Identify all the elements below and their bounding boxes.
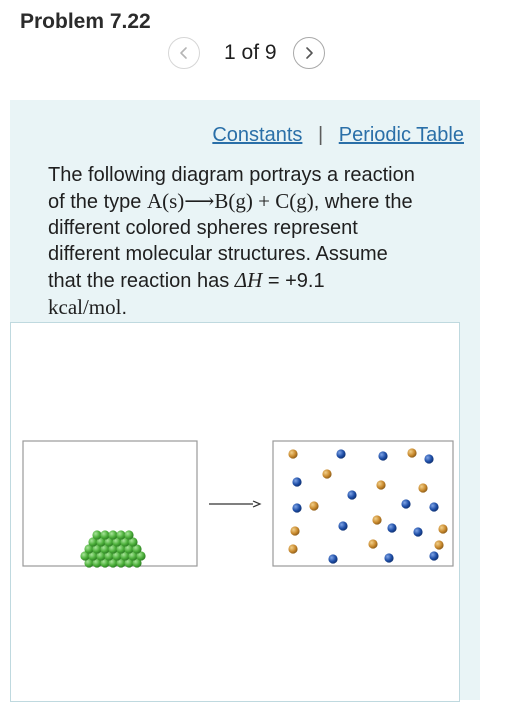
statement-text: that the reaction has (48, 270, 235, 292)
reaction-diagram-figure (22, 440, 454, 568)
molecule-a-sphere (92, 544, 102, 554)
molecule-c-sphere (372, 515, 382, 525)
statement-text: . (121, 297, 128, 319)
molecule-c-sphere (438, 524, 448, 534)
molecule-a-sphere (100, 558, 110, 568)
statement-line: kcal/mol. (48, 294, 468, 321)
molecule-a-sphere (108, 558, 118, 568)
molecule-b-sphere (347, 490, 357, 500)
molecule-b-sphere (338, 521, 348, 531)
molecule-a-sphere (120, 537, 130, 547)
molecule-a-sphere (116, 530, 126, 540)
molecule-a-sphere (80, 551, 90, 561)
molecule-a-sphere (100, 530, 110, 540)
molecule-a-sphere (96, 551, 106, 561)
reaction-diagram (10, 322, 460, 702)
molecule-a-sphere (124, 544, 134, 554)
molecule-c-sphere (434, 540, 444, 550)
molecule-b-sphere (387, 523, 397, 533)
problem-panel: Constants | Periodic Table The following… (10, 100, 480, 702)
enthalpy-value: = +9.1 (262, 270, 325, 292)
molecule-a-sphere (104, 551, 114, 561)
molecule-a-sphere (84, 544, 94, 554)
molecule-c-sphere (418, 483, 428, 493)
molecule-b-sphere (424, 454, 434, 464)
molecule-a-sphere (112, 551, 122, 561)
product-container (272, 440, 454, 567)
molecule-c-sphere (368, 539, 378, 549)
molecule-b-sphere (413, 527, 423, 537)
reaction-equation: A(s)⟶B(g) + C(g) (146, 189, 314, 213)
molecule-a-sphere (84, 558, 94, 568)
molecule-c-sphere (288, 449, 298, 459)
molecule-c-sphere (407, 448, 417, 458)
statement-text: , where the (313, 191, 413, 213)
molecule-b-sphere (292, 477, 302, 487)
molecule-a-sphere (124, 558, 134, 568)
molecule-b-sphere (429, 551, 439, 561)
molecule-c-sphere (309, 501, 319, 511)
molecule-c-sphere (290, 526, 300, 536)
statement-line: different molecular structures. Assume (48, 243, 388, 265)
statement-text: of the type (48, 191, 147, 213)
problem-pager: 1 of 9 (168, 36, 325, 70)
molecule-a-sphere (108, 530, 118, 540)
constants-link[interactable]: Constants (212, 124, 303, 146)
molecule-a-sphere (96, 537, 106, 547)
molecule-c-sphere (376, 480, 386, 490)
molecule-a-sphere (132, 558, 142, 568)
periodic-table-link[interactable]: Periodic Table (338, 124, 464, 146)
gas-molecules (288, 448, 448, 564)
molecule-a-sphere (116, 544, 126, 554)
molecule-a-sphere (132, 544, 142, 554)
molecule-a-sphere (88, 537, 98, 547)
molecule-b-sphere (328, 554, 338, 564)
molecule-a-sphere (124, 530, 134, 540)
enthalpy-unit: kcal/mol (48, 295, 122, 319)
previous-button[interactable] (168, 37, 200, 69)
statement-line: different colored spheres represent (48, 217, 358, 239)
link-separator: | (317, 124, 324, 146)
molecule-c-sphere (288, 544, 298, 554)
reaction-arrow-icon (209, 500, 262, 508)
molecule-a-sphere (120, 551, 130, 561)
statement-line: that the reaction has ΔH = +9.1 (48, 267, 468, 294)
solid-a-pile (80, 530, 146, 568)
enthalpy-symbol: ΔH (234, 268, 263, 292)
molecule-b-sphere (429, 502, 439, 512)
resource-links: Constants | Periodic Table (212, 124, 464, 147)
molecule-a-sphere (128, 537, 138, 547)
molecule-b-sphere (384, 553, 394, 563)
page-indicator: 1 of 9 (224, 41, 277, 64)
molecule-a-sphere (88, 551, 98, 561)
molecule-b-sphere (378, 451, 388, 461)
problem-statement: The following diagram portrays a reactio… (48, 162, 468, 321)
molecule-b-sphere (401, 499, 411, 509)
chevron-left-icon (180, 47, 187, 59)
molecule-a-sphere (104, 537, 114, 547)
molecule-a-sphere (112, 537, 122, 547)
molecule-a-sphere (108, 544, 118, 554)
molecule-a-sphere (100, 544, 110, 554)
chevron-right-icon (305, 47, 313, 59)
molecule-a-sphere (116, 558, 126, 568)
statement-line: of the type A(s)⟶B(g) + C(g), where the (48, 188, 468, 215)
statement-line: The following diagram portrays a reactio… (48, 164, 415, 186)
molecule-a-sphere (136, 551, 146, 561)
molecule-b-sphere (292, 503, 302, 513)
problem-title: Problem 7.22 (20, 10, 151, 33)
molecule-b-sphere (336, 449, 346, 459)
molecule-a-sphere (92, 530, 102, 540)
next-button[interactable] (292, 37, 325, 69)
molecule-a-sphere (128, 551, 138, 561)
molecule-c-sphere (322, 469, 332, 479)
molecule-a-sphere (92, 558, 102, 568)
